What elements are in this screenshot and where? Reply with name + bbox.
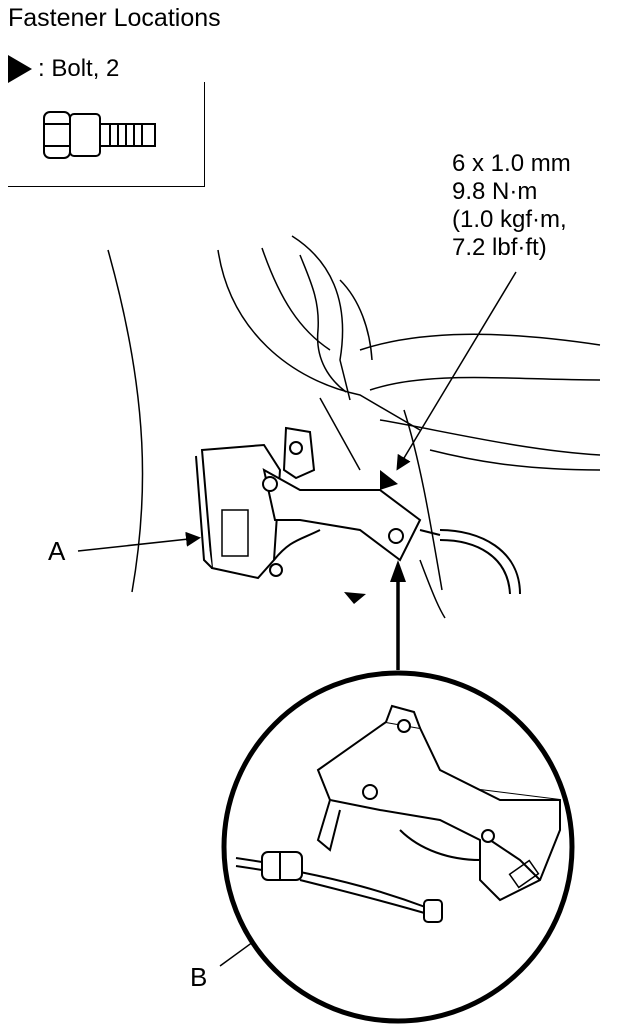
page-title: Fastener Locations (8, 4, 221, 32)
legend-bolt-label: : Bolt, 2 (38, 55, 120, 82)
callout-b: B (190, 962, 208, 992)
torque-spec: 6 x 1.0 mm 9.8 N·m (1.0 kgf·m, 7.2 lbf·f… (452, 150, 571, 262)
legend-bolt: : Bolt, 2 (8, 55, 119, 83)
bolt-markers (344, 470, 398, 604)
sensor-wire (235, 857, 429, 915)
sensor-connector (261, 851, 443, 923)
detail-bracket (316, 704, 561, 902)
spec-line-kgf: (1.0 kgf·m, (452, 206, 567, 233)
detail-pointer-arrow (390, 560, 406, 670)
spec-line-lbf: 7.2 lbf·ft) (452, 234, 547, 261)
background-outline (107, 235, 601, 619)
legend-box (8, 82, 205, 187)
detail-circle (221, 670, 575, 1024)
callout-a: A (48, 536, 66, 566)
bolt-icon (43, 111, 156, 159)
spec-line-size: 6 x 1.0 mm (452, 150, 571, 177)
bracket-assembly (195, 426, 441, 580)
triangle-marker-icon (8, 55, 32, 83)
spec-line-nm: 9.8 N·m (452, 178, 538, 205)
cable (439, 529, 521, 595)
